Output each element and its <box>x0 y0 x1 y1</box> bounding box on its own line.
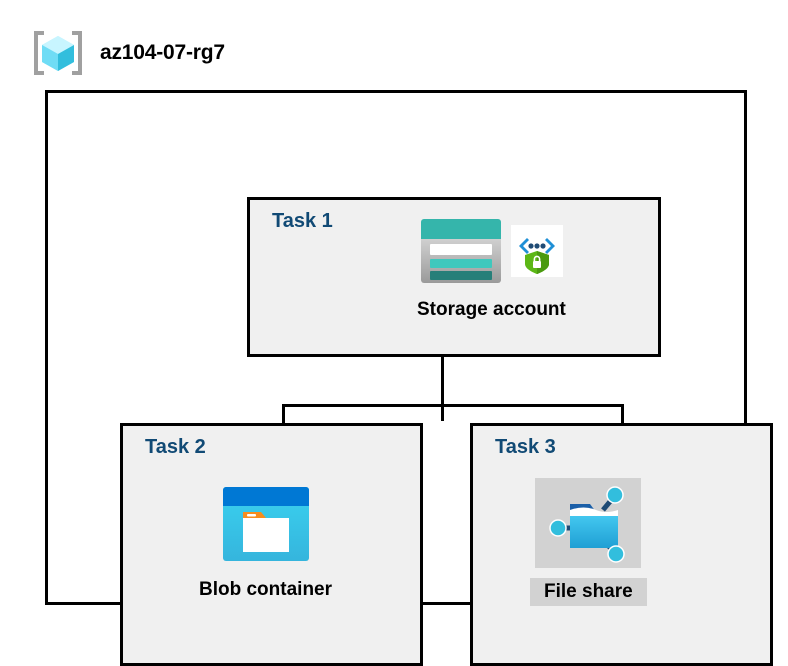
blob-container-caption: Blob container <box>199 579 333 600</box>
security-shield-icon <box>511 225 564 277</box>
file-share-node[interactable]: File share <box>530 478 647 606</box>
blob-container-node[interactable]: Blob container <box>185 484 346 604</box>
task-3-label: Task 3 <box>495 436 556 458</box>
task-3-box[interactable]: Task 3 <box>470 423 773 666</box>
storage-account-node[interactable]: Storage account <box>403 216 580 324</box>
connector-branch-crossbar <box>282 404 624 407</box>
blob-container-icon-group <box>221 484 311 566</box>
blob-container-icon <box>221 484 311 566</box>
resource-group-icon <box>30 28 86 78</box>
file-share-icon <box>545 484 631 564</box>
task-1-box[interactable]: Task 1 <box>247 197 661 357</box>
storage-account-caption: Storage account <box>417 299 566 320</box>
resource-group-name: az104-07-rg7 <box>100 41 225 64</box>
resource-group-header: az104-07-rg7 <box>30 28 225 78</box>
file-share-caption: File share <box>530 578 647 606</box>
task-2-label: Task 2 <box>145 436 206 458</box>
connector-storage-to-branch <box>441 357 444 421</box>
storage-account-icon-group <box>419 216 564 286</box>
task-2-box[interactable]: Task 2 <box>120 423 423 666</box>
task-1-label: Task 1 <box>272 210 333 232</box>
resource-group-container: Task 1 <box>45 90 773 666</box>
storage-account-icon <box>419 216 503 286</box>
file-share-icon-group <box>535 478 642 568</box>
